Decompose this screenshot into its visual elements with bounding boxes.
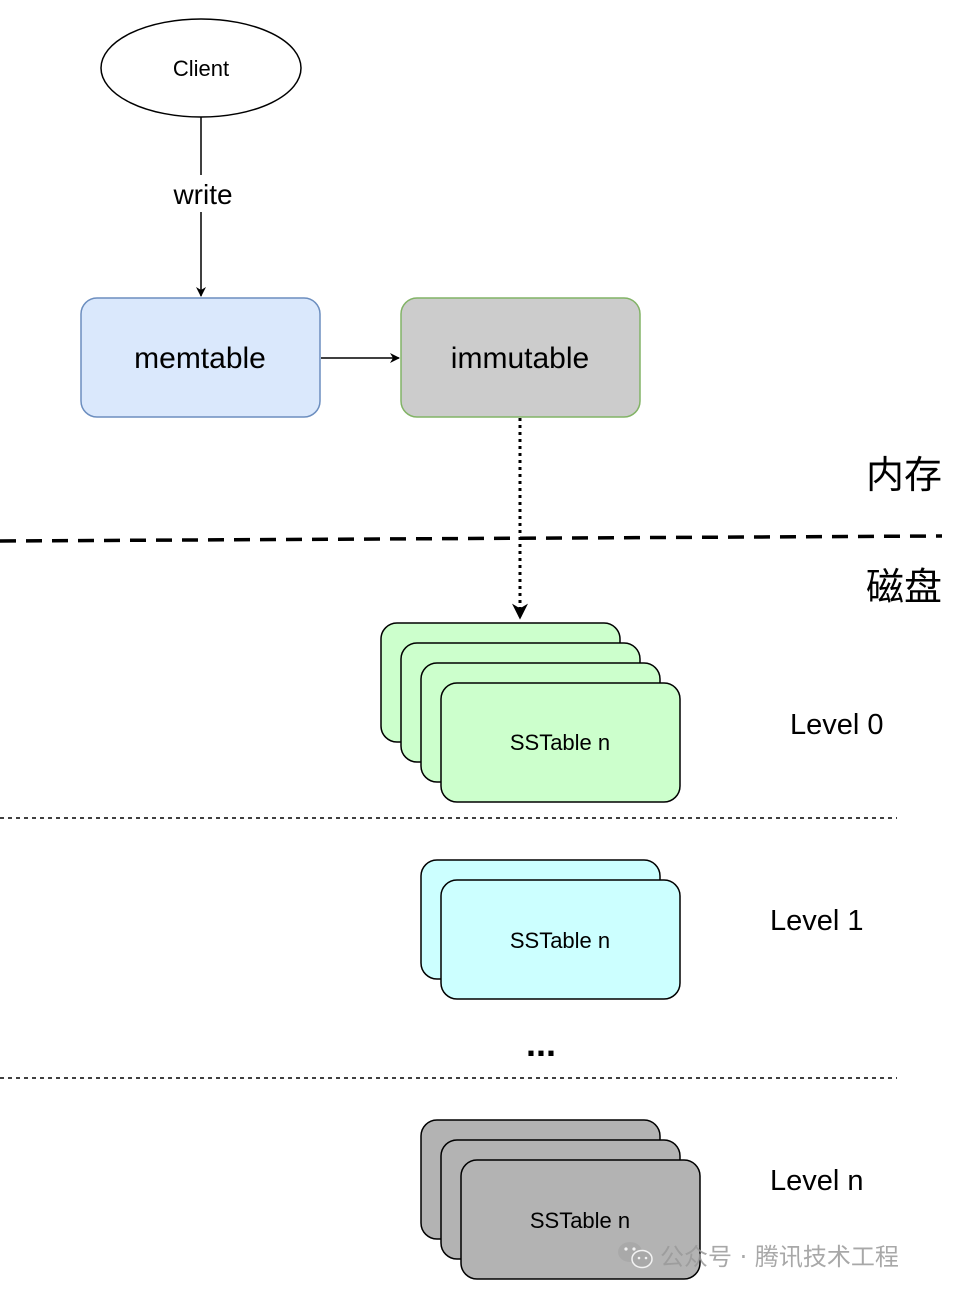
write-label: write [172, 179, 232, 210]
levels-ellipsis: ... [526, 1023, 556, 1064]
client-label: Client [173, 56, 229, 81]
level1-label: Level 1 [770, 905, 864, 937]
client-node: Client [100, 18, 302, 118]
leveln-sstable-label: SSTable n [530, 1208, 630, 1233]
immutable-label: immutable [451, 342, 589, 375]
memory-disk-divider [0, 534, 943, 543]
write-edge: write [172, 117, 233, 297]
level0-sstable-label: SSTable n [510, 730, 610, 755]
watermark-text: 公众号 · 腾讯技术工程 [660, 1243, 899, 1271]
leveln-sstable-stack: SSTable n [420, 1119, 701, 1280]
watermark: 公众号 · 腾讯技术工程 [618, 1242, 899, 1271]
wechat-icon [618, 1242, 653, 1269]
level1-sstable-stack: SSTable n [420, 859, 681, 1000]
immutable-node: immutable [400, 297, 641, 418]
level1-sstable-label: SSTable n [510, 928, 610, 953]
memtable-node: memtable [80, 297, 321, 418]
level0-sstable-stack: SSTable n [380, 622, 681, 803]
level0-label: Level 0 [790, 709, 884, 741]
leveln-label: Level n [770, 1165, 864, 1197]
memtable-label: memtable [134, 342, 266, 375]
disk-region-label: 磁盘 [866, 565, 942, 609]
memory-region-label: 内存 [866, 453, 942, 497]
